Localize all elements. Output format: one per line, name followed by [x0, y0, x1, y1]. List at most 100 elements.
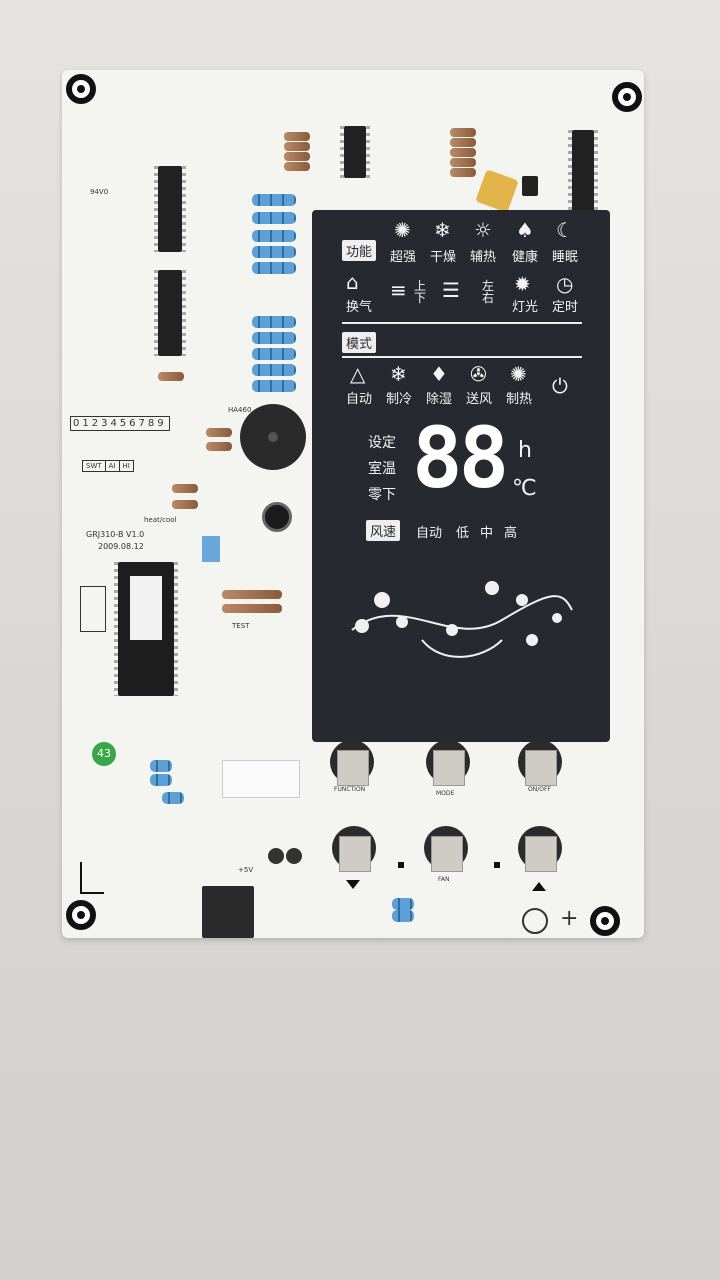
- marker-square: [494, 862, 500, 868]
- capacitor: [262, 502, 292, 532]
- temp-label-below-zero: 零下: [368, 487, 396, 503]
- jumper: [202, 536, 220, 562]
- model-text: GRJ310-B: [86, 530, 124, 539]
- fan-icon: ✇: [470, 362, 487, 386]
- resistor: [252, 364, 296, 376]
- version-text: V1.0: [126, 530, 145, 539]
- lamp-icon: ☰: [442, 278, 460, 302]
- lamp-icon: ≡: [390, 278, 407, 302]
- function-item-4: 健康: [512, 250, 539, 265]
- resistor: [284, 142, 310, 151]
- ic-chip: [568, 130, 598, 214]
- mode-tag: 模式: [342, 332, 377, 353]
- resistor: [172, 484, 198, 493]
- row2-item-3: 左右: [482, 279, 495, 305]
- temp-label-room: 室温: [368, 461, 396, 477]
- row2-item-4: 灯光: [512, 300, 539, 315]
- mode-item-3: 除湿: [426, 392, 453, 407]
- up-arrow-outline: [80, 586, 106, 632]
- fan-speed-tag: 风速: [366, 520, 401, 541]
- on-off-button-label: ON/OFF: [528, 786, 551, 793]
- divider: [342, 356, 582, 358]
- mounting-hole: [590, 906, 620, 936]
- resistor: [252, 380, 296, 392]
- badge-43: 43: [92, 742, 116, 766]
- resistor: [450, 138, 476, 147]
- resistor: [172, 500, 198, 509]
- resistor: [450, 128, 476, 137]
- down-button[interactable]: [332, 826, 376, 872]
- bulb-icon: ✹: [514, 272, 531, 296]
- ai-label: AI: [106, 461, 120, 471]
- down-arrow-icon: [346, 880, 360, 889]
- mounting-hole: [66, 900, 96, 930]
- capacitor: [268, 848, 284, 864]
- row2-item-5: 定时: [552, 300, 579, 315]
- ir-sensor: [522, 176, 538, 196]
- sun-icon: ✺: [510, 362, 527, 386]
- fan-item-low: 低: [456, 526, 470, 541]
- heat-cool-label: heat/cool: [144, 516, 177, 524]
- mode-item-2: 制冷: [386, 392, 413, 407]
- function-button-label: FUNCTION: [334, 786, 366, 793]
- row2-item-2: 上下: [414, 279, 427, 305]
- mounting-hole: [66, 74, 96, 104]
- resistor: [206, 428, 232, 437]
- function-item-2: 干燥: [430, 250, 457, 265]
- resistor: [450, 158, 476, 167]
- fan-item-auto: 自动: [416, 526, 443, 541]
- ic-chip: [340, 126, 370, 178]
- mode-button[interactable]: [426, 740, 470, 786]
- resistor: [392, 910, 414, 922]
- function-tag: 功能: [342, 240, 377, 261]
- fan-icon: ✺: [394, 218, 411, 242]
- resistor: [252, 332, 296, 344]
- resistor: [252, 230, 296, 242]
- row2-item-1: 换气: [346, 300, 373, 315]
- resistor: [222, 590, 282, 599]
- mode-item-5: 制热: [506, 392, 533, 407]
- mode-item-4: 送风: [466, 392, 493, 407]
- resistor: [392, 898, 414, 910]
- unit-celsius: ℃: [512, 476, 537, 501]
- on-off-button[interactable]: [518, 740, 562, 786]
- fan-button[interactable]: [424, 826, 468, 872]
- resistor: [252, 348, 296, 360]
- resistor: [252, 316, 296, 328]
- drops-icon: ♦: [430, 362, 448, 386]
- swt-label: SWT: [83, 461, 106, 471]
- sun-icon: ☼: [474, 218, 492, 242]
- fan-button-label: FAN: [438, 876, 450, 883]
- temp-label-set: 设定: [368, 435, 396, 451]
- capacitor: [286, 848, 302, 864]
- snowflake-icon: ❄: [434, 218, 451, 242]
- moon-icon: ☾: [556, 218, 574, 242]
- mounting-hole: [612, 82, 642, 112]
- label-sticker: [222, 760, 300, 798]
- house-icon: ⌂: [346, 270, 359, 294]
- ic-chip: [154, 166, 186, 252]
- resistor: [150, 760, 172, 772]
- divider: [342, 322, 582, 324]
- fan-item-high: 高: [504, 526, 518, 541]
- resistor: [158, 372, 184, 381]
- function-item-3: 辅热: [470, 250, 497, 265]
- corner-mark: [80, 862, 104, 894]
- target-mark: [522, 908, 548, 934]
- resistor: [252, 262, 296, 274]
- up-button[interactable]: [518, 826, 562, 872]
- resistor: [150, 774, 172, 786]
- resistor: [284, 162, 310, 171]
- drop-icon: △: [350, 362, 366, 386]
- board-date-label: 2009.08.12: [98, 542, 144, 551]
- microcontroller-chip: [114, 562, 178, 696]
- function-item-5: 睡眠: [552, 250, 579, 265]
- hi-label: HI: [122, 462, 130, 470]
- test-label: TEST: [232, 622, 250, 630]
- connector: [202, 886, 254, 938]
- clock-icon: ◷: [556, 272, 574, 296]
- function-button[interactable]: [330, 740, 374, 786]
- buzzer-label: HA460: [228, 406, 252, 414]
- digit-strip: 0123456789: [70, 416, 170, 431]
- lcd-display: 功能 ✺ ❄ ☼ ♠ ☾ 超强 干燥 辅热 健康 睡眠 ⌂ ≡ ☰ ✹ ◷ 换气…: [312, 210, 610, 742]
